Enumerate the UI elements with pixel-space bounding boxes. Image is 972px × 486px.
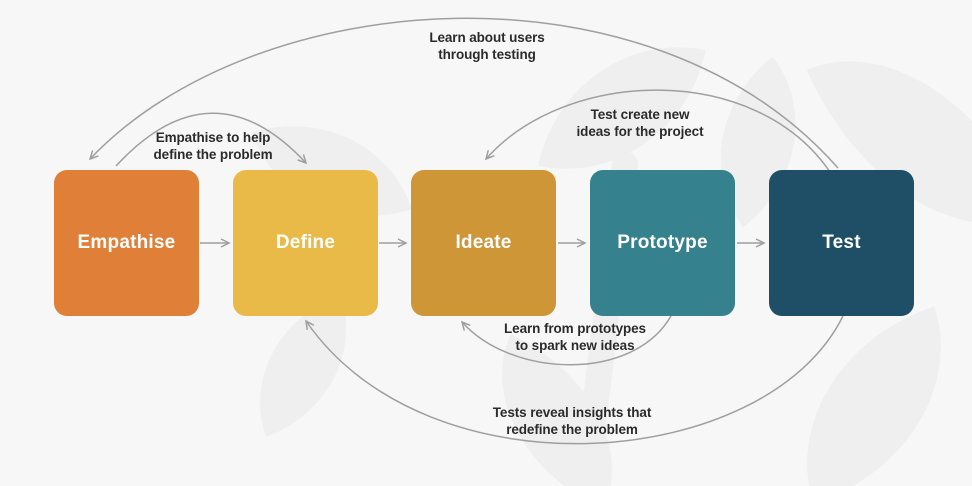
loop-label-empathise-to-help: Empathise to help define the problem [153,130,273,162]
arc-empathise-to-define [115,112,308,167]
stage-test-label: Test [822,232,861,253]
loop-label-learn-from-prototypes: Learn from prototypes to spark new ideas [504,321,646,353]
arc-prototype-to-ideate [460,315,672,366]
stage-define: Define [233,170,378,316]
stage-test: Test [769,170,914,316]
stage-define-label: Define [275,232,336,253]
loop-label-learn-about-users: Learn about users through testing [429,30,545,62]
stage-prototype: Prototype [590,170,735,316]
loop-label-test-create-new-ideas: Test create new ideas for the project [576,107,704,139]
stage-ideate: Ideate [411,170,556,316]
stage-empathise-label: Empathise [77,232,176,253]
arc-test-to-empathise [88,17,839,169]
arc-test-to-ideate [484,89,831,173]
stage-prototype-label: Prototype [617,232,708,253]
loop-label-tests-reveal-insights: Tests reveal insights that redefine the … [492,405,652,437]
stage-empathise: Empathise [54,170,199,316]
stage-ideate-label: Ideate [455,232,512,253]
arc-test-to-define [305,315,844,445]
